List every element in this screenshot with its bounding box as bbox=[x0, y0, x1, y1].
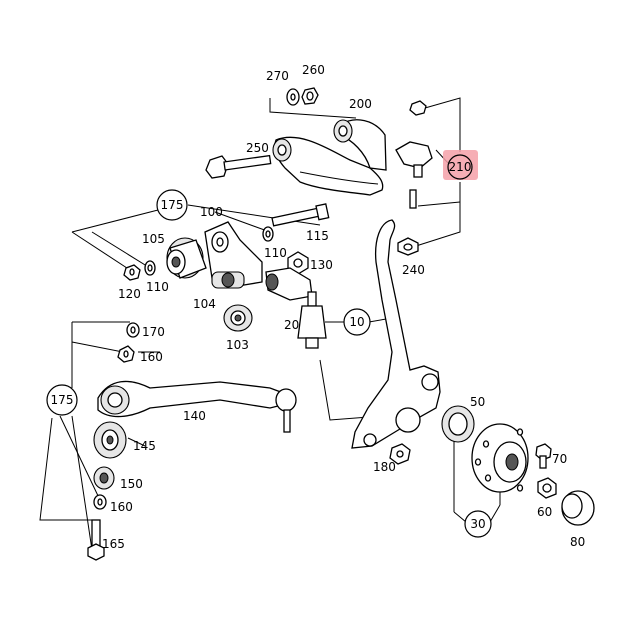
label-100: 100 bbox=[200, 205, 223, 219]
callout-10[interactable]: 10 bbox=[343, 308, 371, 336]
washer-110-right bbox=[262, 226, 274, 242]
label-140: 140 bbox=[183, 409, 206, 423]
label-250: 250 bbox=[246, 141, 269, 155]
callout-210[interactable]: 210 bbox=[443, 150, 478, 180]
label-80: 80 bbox=[570, 535, 585, 549]
lower-ball-joint-20 bbox=[297, 291, 327, 349]
callout-30-label: 30 bbox=[470, 517, 485, 531]
bracket-100 bbox=[204, 221, 263, 287]
nut-60 bbox=[537, 477, 557, 499]
bushing-145 bbox=[93, 421, 127, 459]
callout-210-label: 210 bbox=[449, 160, 472, 174]
upper-control-arm-200 bbox=[272, 119, 387, 196]
label-110-right: 110 bbox=[264, 246, 287, 260]
label-180: 180 bbox=[373, 460, 396, 474]
washer-270 bbox=[286, 88, 300, 106]
bolt-250 bbox=[205, 154, 272, 179]
label-130: 130 bbox=[310, 258, 333, 272]
hub-cap-80 bbox=[561, 490, 595, 526]
bushing-105 bbox=[166, 237, 207, 279]
steering-knuckle-10 bbox=[351, 219, 441, 449]
bushing-103 bbox=[223, 304, 253, 332]
callout-175-upper-label: 175 bbox=[161, 198, 184, 212]
callout-30[interactable]: 30 bbox=[464, 510, 492, 538]
label-60: 60 bbox=[537, 505, 552, 519]
label-110-left: 110 bbox=[146, 280, 169, 294]
callout-175-lower-label: 175 bbox=[51, 393, 74, 407]
label-20: 20 bbox=[284, 318, 299, 332]
bushing-150 bbox=[93, 466, 115, 490]
label-160-upper: 160 bbox=[140, 350, 163, 364]
part-labels: 270 260 200 250 100 105 110 115 130 110 … bbox=[102, 63, 585, 551]
label-70: 70 bbox=[552, 452, 567, 466]
wheel-hub-30 bbox=[471, 423, 529, 493]
label-270: 270 bbox=[266, 69, 289, 83]
label-170: 170 bbox=[142, 325, 165, 339]
nut-160-upper bbox=[117, 345, 135, 363]
callout-10-label: 10 bbox=[349, 315, 364, 329]
nut-260 bbox=[301, 87, 319, 105]
washer-160-lower bbox=[93, 494, 107, 510]
nut-120 bbox=[123, 264, 141, 281]
label-240: 240 bbox=[402, 263, 425, 277]
label-120: 120 bbox=[118, 287, 141, 301]
label-115: 115 bbox=[306, 229, 329, 243]
label-145: 145 bbox=[133, 439, 156, 453]
upper-ball-joint-210 bbox=[395, 100, 433, 256]
washer-110-left bbox=[144, 260, 156, 276]
nut-180 bbox=[389, 443, 411, 465]
label-200: 200 bbox=[349, 97, 372, 111]
callout-175-lower[interactable]: 175 bbox=[46, 384, 78, 416]
bushing-104 bbox=[211, 271, 245, 289]
bolt-165 bbox=[87, 519, 105, 561]
label-50: 50 bbox=[470, 395, 485, 409]
washer-170 bbox=[126, 322, 140, 338]
label-104: 104 bbox=[193, 297, 216, 311]
label-160-lower: 160 bbox=[110, 500, 133, 514]
label-165: 165 bbox=[102, 537, 125, 551]
bolt-70 bbox=[535, 443, 552, 469]
label-260: 260 bbox=[302, 63, 325, 77]
bolt-115 bbox=[271, 203, 330, 227]
label-103: 103 bbox=[226, 338, 249, 352]
callout-175-upper[interactable]: 175 bbox=[156, 189, 188, 221]
tension-strut-140 bbox=[97, 380, 297, 433]
label-150: 150 bbox=[120, 477, 143, 491]
seal-ring-50 bbox=[441, 405, 475, 443]
pivot-bracket bbox=[265, 267, 313, 301]
nut-130 bbox=[287, 251, 309, 275]
label-105: 105 bbox=[142, 232, 165, 246]
